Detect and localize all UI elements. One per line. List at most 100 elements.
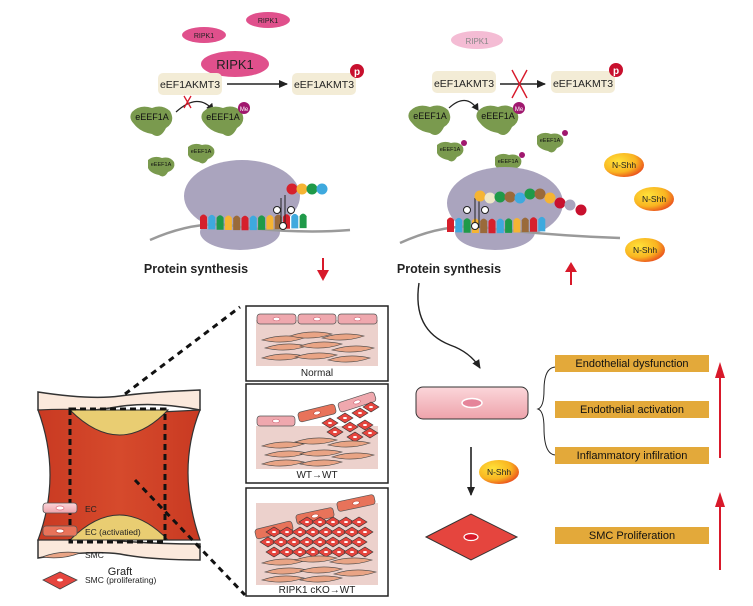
smc-cell <box>298 459 344 467</box>
protein-synthesis-label: Protein synthesis <box>397 262 501 276</box>
amino-acid <box>316 183 328 195</box>
kmt3-box-right: eEF1AKMT3 p <box>292 64 364 95</box>
panel-normal: Normal <box>245 305 389 382</box>
codon <box>266 215 274 230</box>
amino-acid <box>474 190 486 202</box>
bracket <box>536 366 557 456</box>
methyl-label: Me <box>515 107 524 113</box>
ripk1-label: RIPK1 <box>258 18 278 25</box>
codon <box>521 217 529 233</box>
phospho-label: p <box>354 67 360 78</box>
codons <box>447 216 546 234</box>
flow-arrow-to-ec <box>417 282 481 369</box>
ec-cell <box>337 391 377 413</box>
eef1a-label: eEEF1A <box>440 147 461 153</box>
eef1a-right: eEEF1A Me <box>201 102 250 136</box>
panel-label: Normal <box>301 368 333 379</box>
nshh-molecule: N-Shh <box>479 460 519 484</box>
codon <box>200 214 207 229</box>
ripk1-bound: RIPK1 <box>201 51 269 77</box>
kmt3-box-left: eEF1AKMT3 <box>432 71 496 93</box>
codon <box>496 218 504 234</box>
effect-label: SMC Proliferation <box>589 530 675 542</box>
ribosome-right <box>399 167 621 250</box>
codon <box>480 218 488 234</box>
nshh-label: N-Shh <box>633 245 657 255</box>
methyl-icon <box>461 140 467 146</box>
codon <box>447 217 454 232</box>
amino-acid <box>554 197 566 209</box>
codon <box>530 217 537 232</box>
ribosome-left <box>149 160 351 250</box>
panel-ripk1-cko-wt: RIPK1 cKO→WT <box>245 487 389 597</box>
ripk1-free-1: RIPK1 <box>182 27 226 43</box>
codon <box>241 215 249 231</box>
codon <box>538 216 546 232</box>
smc-cell <box>298 575 344 583</box>
effect-label: Inflammatory infilration <box>577 450 688 462</box>
legend-label: EC <box>85 504 97 514</box>
eef1a-label: eEEF1A <box>481 111 515 121</box>
codon <box>299 213 307 229</box>
legend: EC EC (activatied) SMC SMC (proliferatin… <box>40 502 156 590</box>
amino-acid <box>494 191 506 203</box>
effect-box: Endothelial activation <box>555 401 709 418</box>
amino-acid <box>484 192 496 204</box>
effect-box: Endothelial dysfunction <box>555 355 709 372</box>
nshh-label: N-Shh <box>642 194 666 204</box>
smc-cell <box>332 569 378 577</box>
smc-cell <box>293 555 339 563</box>
smc-cell <box>260 441 306 449</box>
smc-cell <box>293 352 339 360</box>
eef1a-right: eEEF1A Me <box>476 102 525 135</box>
smc-cell <box>293 437 339 445</box>
smc-cell <box>288 331 334 339</box>
vessel-wall-top <box>37 389 201 413</box>
phospho-label: p <box>613 66 619 77</box>
legend-item-ec-activated: EC (activatied) <box>42 525 141 537</box>
smc-cell <box>298 449 344 457</box>
codon <box>513 218 521 233</box>
ripk1-free-2: RIPK1 <box>246 12 290 28</box>
ec-activated-cell <box>297 403 337 423</box>
eef1a-left: eEEF1A <box>408 105 451 135</box>
ripk1-faded: RIPK1 <box>451 31 503 49</box>
kmt3-label: eEF1AKMT3 <box>434 78 494 90</box>
up-arrow-icon <box>715 362 725 458</box>
smc-cell <box>260 575 306 583</box>
eef1a-small-methylated: eEEF1A <box>437 140 467 162</box>
eef1a-small-methylated: eEEF1A <box>537 130 568 153</box>
eef1a-label: eEEF1A <box>540 138 561 144</box>
codon <box>233 215 241 231</box>
legend-item-smc-proliferating: SMC (proliferating) <box>42 571 156 590</box>
smc-cell <box>260 459 306 467</box>
blocked-x-icon <box>511 69 528 99</box>
ripk1-label: RIPK1 <box>465 37 489 46</box>
top-right-panel: RIPK1 eEF1AKMT3 eEF1AKMT3 p eEEF1A eEEF1… <box>286 31 674 285</box>
ec-cell <box>256 313 297 325</box>
amino-acid <box>524 188 536 200</box>
nshh-molecule: N-Shh <box>625 238 665 262</box>
codon <box>258 215 266 230</box>
smc-cell <box>330 345 376 353</box>
eef1a-small: eEEF1A <box>188 143 215 164</box>
smc-cell <box>298 566 344 574</box>
amino-acid <box>296 183 308 195</box>
amino-acid <box>534 188 546 200</box>
nshh-label: N-Shh <box>487 467 511 477</box>
panel-label: WT→WT <box>296 470 337 481</box>
ec-cell <box>297 313 337 325</box>
codon <box>463 218 471 233</box>
kmt3-label: eEF1AKMT3 <box>553 78 613 90</box>
smc-cell <box>298 341 344 349</box>
zoom-line-bottom <box>133 478 247 597</box>
codon <box>249 215 257 231</box>
eef1a-small: eEEF1A <box>148 156 175 177</box>
zoom-line-top <box>124 305 241 396</box>
eef1a-label: eEEF1A <box>191 149 212 155</box>
up-arrow-icon <box>565 262 577 285</box>
amino-acid <box>575 204 587 216</box>
methyl-label: Me <box>240 107 249 113</box>
effect-box: Inflammatory infilration <box>555 447 709 464</box>
